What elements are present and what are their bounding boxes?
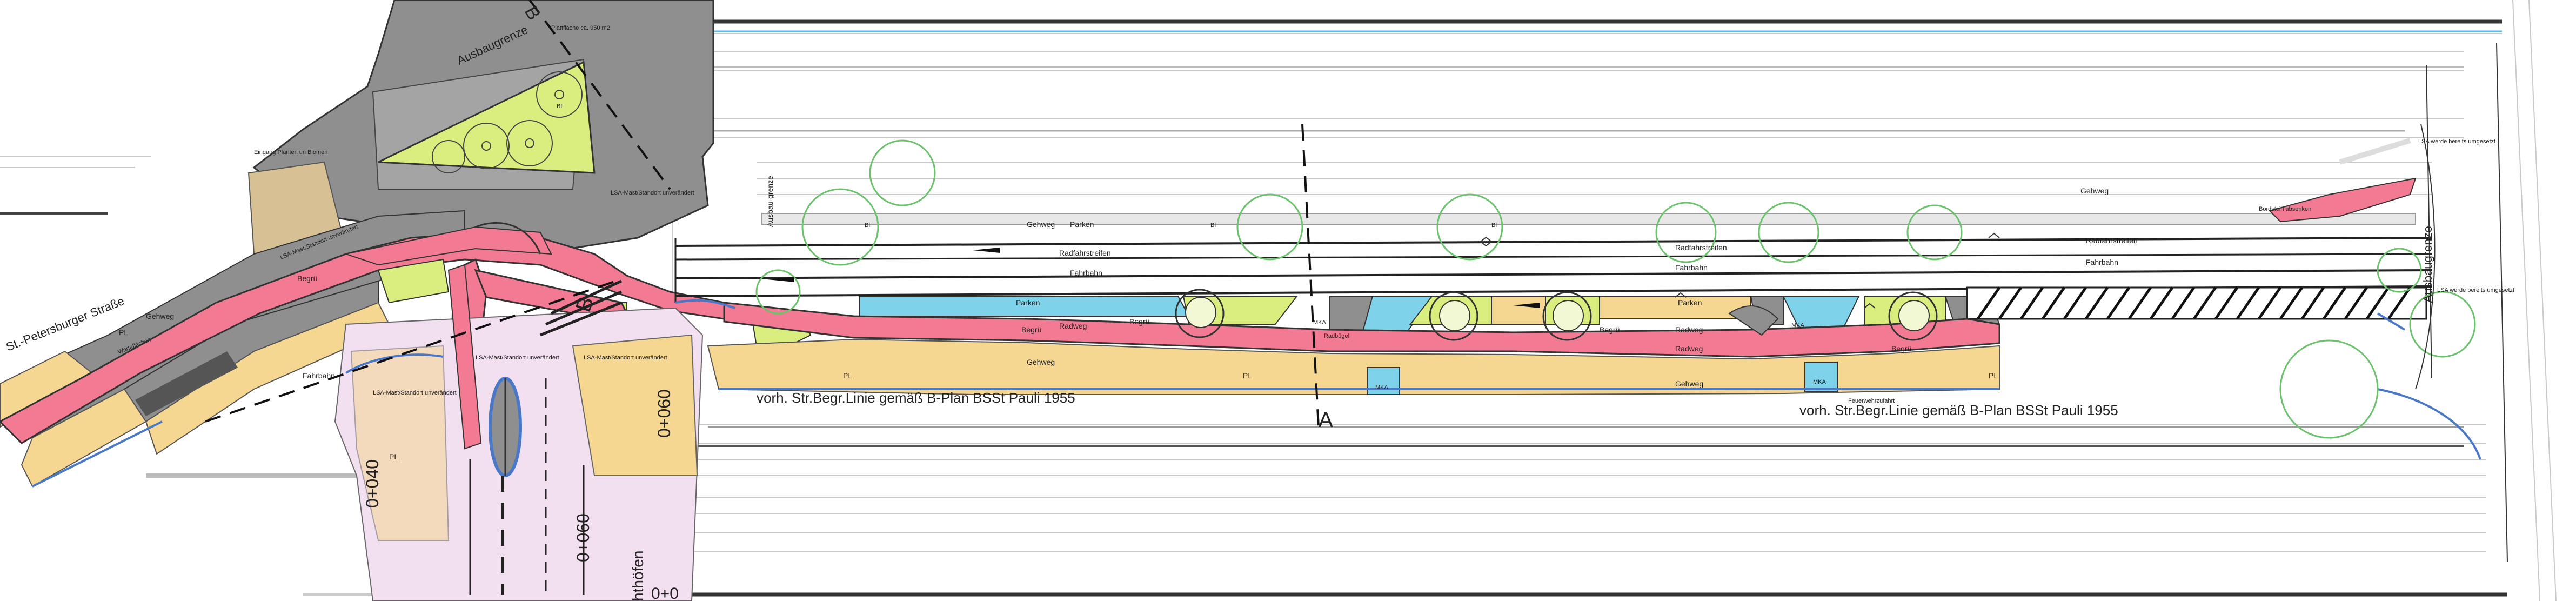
legal-boundary-label-2: vorh. Str.Begr.Linie gemäß B-Plan BSSt P…: [1799, 402, 2118, 418]
trees: [755, 139, 2476, 439]
label-radfahrstreifen-2: Radfahrstreifen: [1675, 243, 1727, 252]
label-gehweg-s: Gehweg: [1027, 358, 1055, 366]
label-parken-2: Parken: [1678, 298, 1702, 307]
label-lsa-east-2: LSA werde bereits umgesetzt: [2437, 287, 2514, 293]
label-gehweg-n: Gehweg: [1027, 220, 1055, 229]
label-radstell: Radbügel: [1324, 333, 1349, 339]
road-south-crossing: [334, 258, 704, 601]
label-fahrbahn-2: Fahrbahn: [1675, 263, 1708, 272]
curb-lines: [32, 299, 2481, 488]
direction-arrows: [767, 248, 1540, 308]
label-radfahrstreifen-1: Radfahrstreifen: [1059, 249, 1111, 257]
nw-building-block: [247, 0, 714, 282]
label-bordstein: Bordstein absenken: [2259, 206, 2311, 212]
label-mka-3: MKA: [1791, 322, 1805, 329]
label-lsa-4: LSA-Mast/Standort unverändert: [373, 390, 457, 396]
label-lsa-2: LSA-Mast/Standort unverändert: [476, 355, 559, 361]
green-triangle: [378, 61, 596, 174]
label-lsa-3: LSA-Mast/Standort unverändert: [584, 355, 667, 361]
label-fahrbahn-3: Fahrbahn: [2086, 258, 2118, 266]
ausbaugrenze-mid: Ausbau-grenze: [766, 176, 774, 227]
station-label-3: 0+060: [573, 513, 593, 562]
ne-ramp: [2269, 138, 2417, 223]
station-label-2: 0+040: [363, 459, 382, 508]
label-gehweg-w: Gehweg: [146, 312, 174, 320]
label-begruen-2: Begrü: [1129, 317, 1149, 326]
street-label-south: hthöfen: [630, 551, 646, 601]
label-radweg-1: Radweg: [1059, 322, 1087, 330]
station-label-1: 0+060: [654, 389, 674, 438]
label-radweg-2: Radweg: [1675, 344, 1703, 353]
label-feuerwehr: Feuerwehrzufahrt: [1848, 398, 1895, 404]
label-radweg-3: Radweg: [1675, 325, 1703, 334]
label-parken-n: Parken: [1070, 220, 1094, 229]
label-gehweg-ne: Gehweg: [2080, 186, 2109, 195]
section-marker-a: A: [1319, 408, 1333, 432]
label-bf-4: Bf: [557, 103, 563, 110]
label-bf-2: Bf: [1210, 222, 1216, 229]
station-label-4: 0+0: [651, 585, 679, 601]
label-begruen-5: Begrü: [297, 274, 317, 283]
label-fahrbahn-1: Fahrbahn: [1070, 269, 1102, 277]
frame-lines: [0, 0, 2507, 601]
label-bf-3: Bf: [1491, 222, 1497, 229]
label-begruen-3: Begrü: [1600, 325, 1620, 334]
section-lines: [205, 0, 1320, 428]
label-pl-1: PL: [843, 371, 852, 380]
road-east: [723, 302, 2000, 358]
label-radfahrstreifen-3: Radfahrstreifen: [2086, 236, 2138, 245]
label-mka-1: MKA: [1313, 319, 1327, 326]
label-lsa-east-1: LSA werde bereits umgesetzt: [2418, 138, 2495, 145]
label-gehweg-s2: Gehweg: [1675, 379, 1703, 388]
label-mka-4: MKA: [1813, 379, 1826, 385]
legal-boundary-label-1: vorh. Str.Begr.Linie gemäß B-Plan BSSt P…: [757, 390, 1075, 406]
ausbaugrenze-east: Ausbaugrenze: [2421, 226, 2434, 303]
label-parken-1: Parken: [1016, 298, 1040, 307]
south-sidewalk: [707, 338, 2000, 395]
label-pl-5: PL: [119, 328, 128, 337]
crossing-markers: [1480, 232, 2000, 309]
label-pl-3: PL: [1989, 371, 1998, 380]
label-begruen-1: Begrü: [1021, 325, 1041, 334]
label-begruen-4: Begrü: [1891, 344, 1911, 353]
bay-trees: [1185, 297, 1930, 331]
label-eingang: Eingang Planten un Blomen: [254, 149, 327, 156]
north-sidewalk: [761, 213, 2416, 225]
label-pl-4: PL: [389, 452, 398, 461]
east-boundary: [2415, 43, 2508, 563]
label-fahrbahn-w: Fahrbahn: [303, 371, 335, 380]
label-lsa-1: LSA-Mast/Standort unverändert: [611, 190, 694, 196]
hatched-strip: [1966, 286, 2427, 320]
label-bf-1: Bf: [865, 222, 871, 229]
label-mka-2: MKA: [1375, 384, 1389, 391]
label-plattform: Plattfläche ca. 950 m2: [551, 25, 610, 31]
label-pl-2: PL: [1243, 371, 1252, 380]
